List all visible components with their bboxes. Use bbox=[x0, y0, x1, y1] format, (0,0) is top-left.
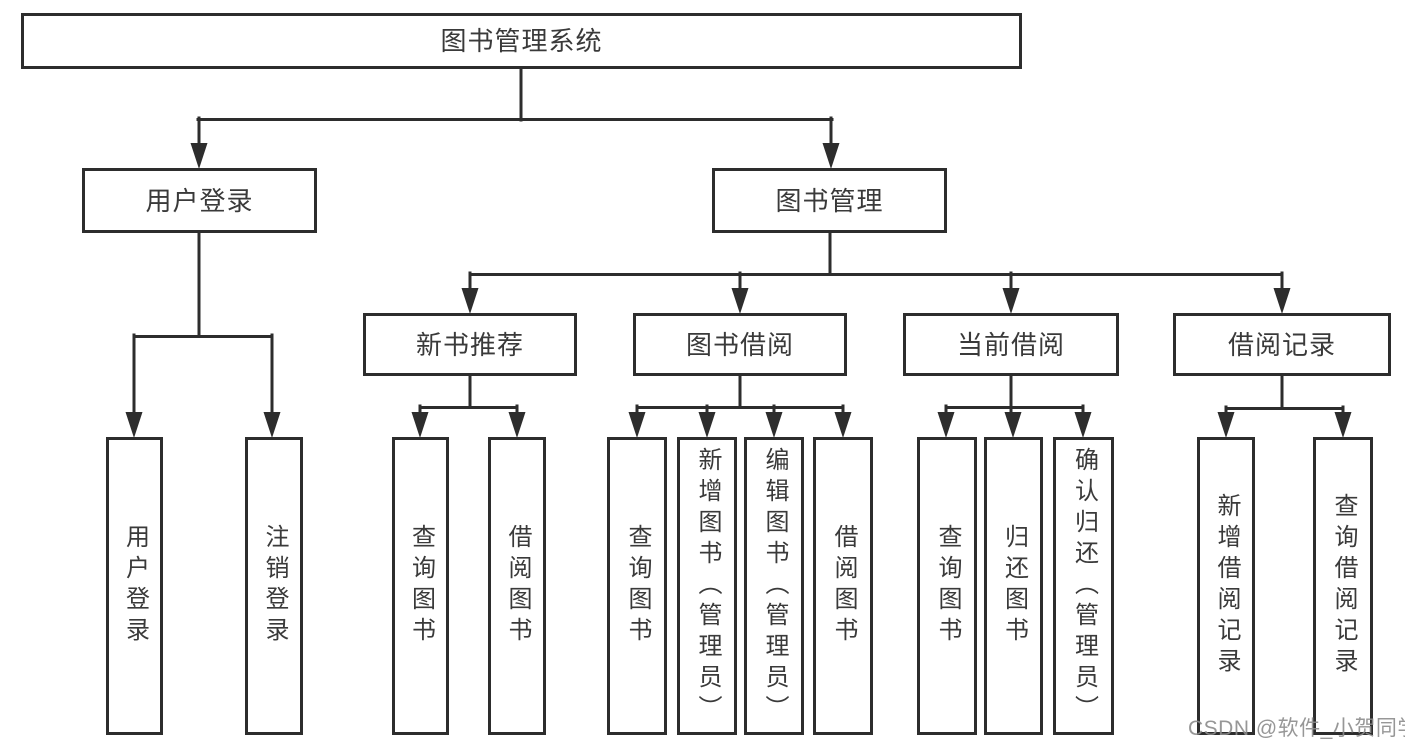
leaf-user-login-label: 用户登录 bbox=[121, 524, 149, 648]
leaf-confirm-return-admin: 确认归还（管理员） bbox=[1053, 437, 1114, 735]
leaf-borrow-books-2-label: 借阅图书 bbox=[830, 524, 857, 648]
leaf-borrow-books-1: 借阅图书 bbox=[488, 437, 546, 735]
leaf-add-borrow-record-label: 新增借阅记录 bbox=[1213, 493, 1240, 679]
leaf-query-books-2: 查询图书 bbox=[607, 437, 667, 735]
leaf-query-books-1: 查询图书 bbox=[392, 437, 449, 735]
leaf-add-borrow-record: 新增借阅记录 bbox=[1197, 437, 1255, 735]
arrowheads bbox=[125, 143, 1352, 438]
node-user-login-label: 用户登录 bbox=[145, 185, 254, 216]
node-borrow-records-label: 借阅记录 bbox=[1227, 329, 1336, 360]
leaf-confirm-return-admin-label: 确认归还（管理员） bbox=[1070, 446, 1098, 726]
leaf-add-book-admin: 新增图书（管理员） bbox=[677, 437, 737, 735]
leaf-query-borrow-record-label: 查询借阅记录 bbox=[1330, 493, 1357, 679]
leaf-logout-label: 注销登录 bbox=[261, 524, 288, 648]
leaf-query-books-3: 查询图书 bbox=[917, 437, 977, 735]
leaf-add-book-admin-label: 新增图书（管理员） bbox=[694, 446, 721, 726]
node-book-borrow-label: 图书借阅 bbox=[685, 329, 794, 360]
watermark: CSDN @软件_小贺同学 bbox=[1188, 717, 1405, 740]
node-book-borrow: 图书借阅 bbox=[633, 313, 847, 376]
leaf-query-books-1-label: 查询图书 bbox=[407, 524, 435, 648]
leaf-return-books: 归还图书 bbox=[984, 437, 1043, 735]
node-user-login: 用户登录 bbox=[82, 168, 317, 233]
leaf-return-books-label: 归还图书 bbox=[1000, 524, 1028, 648]
node-book-management-label: 图书管理 bbox=[775, 185, 884, 216]
leaf-query-books-3-label: 查询图书 bbox=[934, 524, 961, 648]
connector-lines bbox=[132, 66, 1345, 415]
leaf-borrow-books-2: 借阅图书 bbox=[813, 437, 873, 735]
leaf-user-login: 用户登录 bbox=[106, 437, 163, 735]
node-new-book-recommend-label: 新书推荐 bbox=[415, 329, 524, 360]
leaf-edit-book-admin-label: 编辑图书（管理员） bbox=[761, 446, 788, 726]
node-borrow-records: 借阅记录 bbox=[1173, 313, 1391, 376]
leaf-query-books-2-label: 查询图书 bbox=[624, 524, 651, 648]
node-current-borrow-label: 当前借阅 bbox=[956, 329, 1065, 360]
leaf-edit-book-admin: 编辑图书（管理员） bbox=[744, 437, 804, 735]
leaf-borrow-books-1-label: 借阅图书 bbox=[504, 524, 531, 648]
node-new-book-recommend: 新书推荐 bbox=[363, 313, 577, 376]
node-current-borrow: 当前借阅 bbox=[903, 313, 1119, 376]
leaf-logout: 注销登录 bbox=[245, 437, 303, 735]
node-root-label: 图书管理系统 bbox=[440, 26, 603, 56]
node-book-management: 图书管理 bbox=[712, 168, 947, 233]
leaf-query-borrow-record: 查询借阅记录 bbox=[1313, 437, 1373, 735]
node-root: 图书管理系统 bbox=[21, 13, 1022, 69]
